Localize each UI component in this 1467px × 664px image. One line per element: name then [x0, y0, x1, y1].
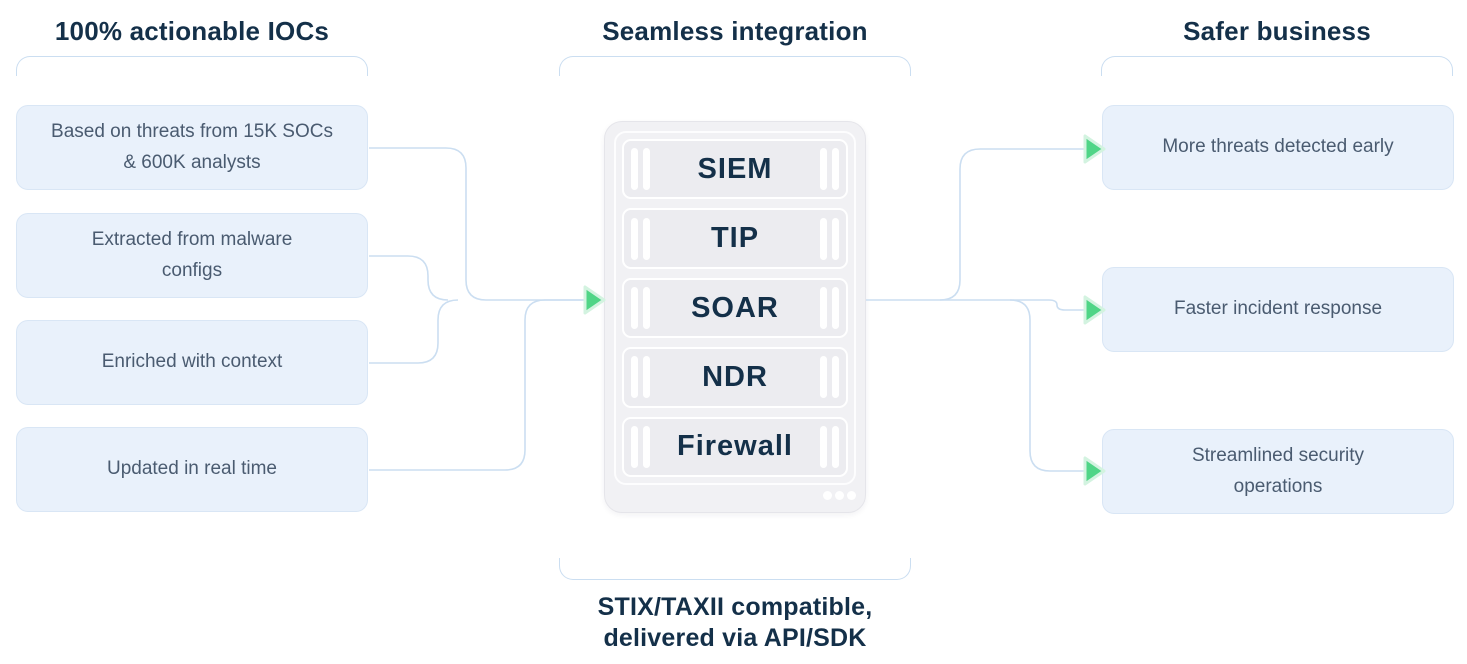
connector-line: [369, 147, 585, 301]
bracket-left-group: [16, 56, 368, 76]
green-arrow-icon: [583, 285, 606, 315]
integration-device: SIEM TIP SOAR NDR Firewall: [604, 121, 866, 513]
connector-line: [369, 299, 585, 471]
integration-row-soar: SOAR: [622, 277, 848, 339]
vent-bars-icon: [631, 287, 650, 330]
vent-bars-icon: [820, 217, 839, 260]
heading-safer-business: Safer business: [1183, 15, 1371, 46]
vent-bars-icon: [820, 287, 839, 330]
integration-row-ndr: NDR: [622, 347, 848, 408]
connector-line: [369, 255, 449, 301]
bracket-right-group: [1101, 56, 1453, 76]
heading-seamless-integration: Seamless integration: [602, 15, 868, 46]
integration-row-siem: SIEM: [622, 139, 848, 200]
device-dots-icon: [823, 491, 856, 500]
bracket-middle-group-bottom: [559, 558, 911, 580]
row-label: Firewall: [677, 430, 793, 463]
row-label: NDR: [702, 360, 768, 393]
vent-bars-icon: [820, 148, 839, 191]
feature-box-threat-sources: Based on threats from 15K SOCs & 600K an…: [16, 105, 368, 190]
vent-bars-icon: [631, 217, 650, 260]
heading-actionable-iocs: 100% actionable IOCs: [54, 15, 330, 46]
vent-bars-icon: [631, 425, 650, 468]
vent-bars-icon: [820, 425, 839, 468]
vent-bars-icon: [631, 356, 650, 399]
row-label: SIEM: [697, 152, 773, 185]
feature-box-enriched-context: Enriched with context: [16, 320, 368, 405]
connector-line: [1009, 299, 1085, 472]
row-label: TIP: [710, 222, 760, 255]
benefit-box-streamlined-ops: Streamlined security operations: [1102, 429, 1454, 514]
device-caption: STIX/TAXII compatible, delivered via API…: [597, 593, 873, 653]
integration-row-tip: TIP: [622, 208, 848, 269]
vent-bars-icon: [820, 356, 839, 399]
feature-box-real-time: Updated in real time: [16, 427, 368, 512]
device-inner-frame: SIEM TIP SOAR NDR Firewall: [614, 131, 856, 485]
vent-bars-icon: [631, 148, 650, 191]
feature-box-malware-configs: Extracted from malware configs: [16, 213, 368, 298]
connector-line: [369, 299, 459, 364]
benefit-box-threats-detected: More threats detected early: [1102, 105, 1454, 190]
integration-row-firewall: Firewall: [622, 416, 848, 478]
benefit-box-incident-response: Faster incident response: [1102, 267, 1454, 352]
connector-line: [866, 299, 1085, 311]
bracket-middle-group-top: [559, 56, 911, 76]
row-label: SOAR: [691, 291, 779, 324]
connector-line: [939, 148, 1085, 301]
